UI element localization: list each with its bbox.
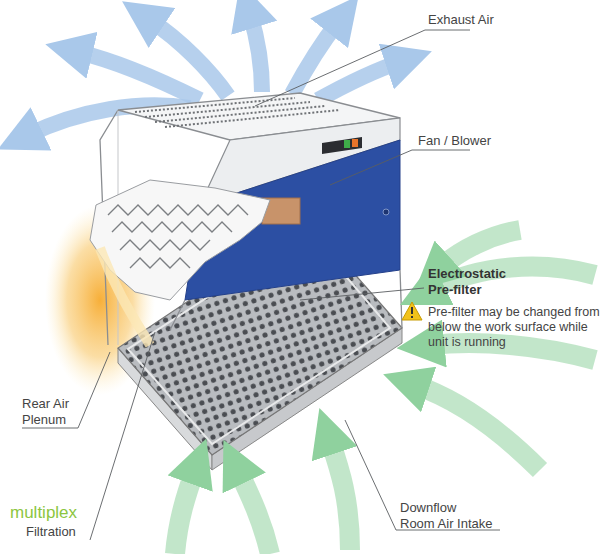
leader-line (300, 288, 424, 300)
leader-line (255, 30, 470, 106)
intake-arrow (175, 470, 195, 554)
filter-pleats (112, 222, 232, 232)
exhaust-arrow (292, 22, 338, 94)
cabinet-edge (400, 270, 402, 328)
exhaust-arrow (150, 20, 228, 96)
intake-arrow (415, 385, 540, 470)
cabinet-edge (170, 300, 185, 330)
plenum-flow (100, 248, 150, 345)
note-text: Pre-filter may be changed from below the… (428, 305, 600, 350)
part-label: Filtration (26, 524, 126, 540)
control-panel-body (322, 137, 362, 154)
part-label: Fan / Blower (418, 133, 568, 149)
exhaust-arrow (318, 62, 400, 100)
leader-line (22, 352, 110, 428)
intake-arrow (330, 440, 350, 550)
grille-row (155, 106, 325, 122)
filter-pleats (108, 205, 248, 215)
leader-line (90, 332, 155, 540)
leader-line (330, 150, 470, 185)
intake-arrows (175, 230, 595, 554)
exhaust-arrow (250, 14, 262, 92)
warning-symbol (402, 302, 422, 320)
cutaway-filter (90, 180, 270, 345)
orange-button (352, 139, 358, 147)
part-label: Exhaust Air (428, 12, 578, 28)
exhaust-grille (135, 98, 340, 127)
exhaust-arrow (78, 52, 200, 100)
part-label: Electrostatic Pre-filter (428, 266, 528, 297)
grille-row (165, 110, 340, 127)
part-label: Rear Air Plenum (22, 396, 84, 427)
warning-triangle (402, 302, 422, 320)
part-label: Downflow Room Air Intake (400, 500, 494, 531)
filter-pleats (120, 240, 210, 250)
screw (383, 209, 389, 215)
brand-logo: multiplex (10, 503, 130, 523)
filter-pleats (130, 258, 190, 268)
intake-arrow (238, 470, 270, 554)
grille-row (135, 98, 295, 112)
warning-mark (411, 307, 413, 314)
green-button (344, 140, 350, 148)
control-panel (322, 137, 362, 154)
warning-mark (411, 316, 413, 318)
intake-arrow (440, 230, 520, 268)
